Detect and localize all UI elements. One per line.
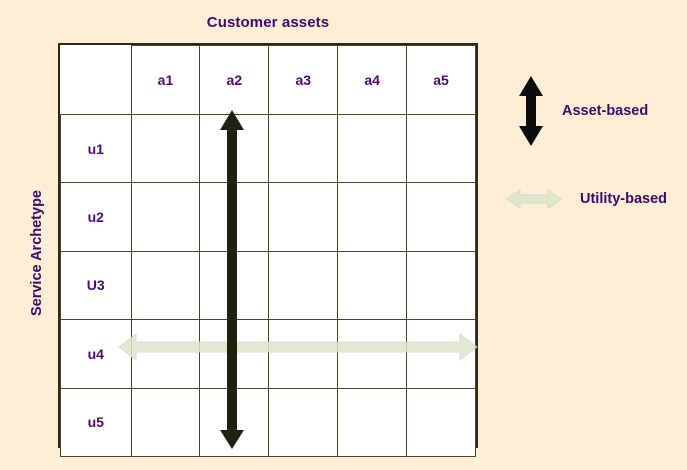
cell-u5-a5 (406, 387, 476, 457)
row-header-u2: u2 (60, 182, 132, 252)
cell-u2-a3 (268, 182, 339, 252)
table-row: u4 (60, 319, 476, 389)
cell-u3-a5 (406, 250, 476, 321)
cell-u4-a2 (199, 319, 270, 389)
cell-u5-a4 (337, 387, 408, 457)
table-row: U3 (60, 250, 476, 321)
legend-label-asset-based: Asset-based (562, 103, 649, 119)
legend-item-asset-based: Asset-based (518, 75, 648, 147)
cell-u2-a4 (337, 182, 408, 252)
row-header-u4: u4 (60, 319, 132, 389)
column-header-a1: a1 (130, 45, 201, 115)
cell-u1-a5 (406, 113, 476, 184)
cell-u3-a4 (337, 250, 408, 321)
double-arrow-vertical-icon (519, 76, 543, 146)
cell-u1-a2 (199, 113, 270, 184)
cell-u1-a3 (268, 113, 339, 184)
cell-u4-a4 (337, 319, 408, 389)
matrix-grid: a1 a2 a3 a4 a5 u1 u2 (58, 43, 478, 457)
column-header-a5: a5 (406, 45, 476, 115)
row-header-u5: u5 (60, 387, 132, 457)
cell-u5-a1 (130, 387, 201, 457)
cell-u3-a2 (199, 250, 270, 321)
row-header-u3: U3 (60, 250, 132, 321)
cell-u3-a3 (268, 250, 339, 321)
table-row: u2 (60, 182, 476, 252)
table-row: u5 (60, 387, 476, 457)
legend-label-utility-based: Utility-based (580, 191, 668, 207)
page-title: Customer assets (206, 14, 330, 31)
cell-u2-a2 (199, 182, 270, 252)
cell-u1-a1 (130, 113, 201, 184)
column-header-a2: a2 (199, 45, 270, 115)
legend: Asset-based Utility-based (500, 70, 687, 245)
cell-u4-a5 (406, 319, 476, 389)
column-header-a3: a3 (268, 45, 339, 115)
y-axis-label: Service Archetype (29, 190, 45, 317)
table-row: u1 (60, 113, 476, 184)
row-header-u1: u1 (60, 113, 132, 184)
cell-u2-a5 (406, 182, 476, 252)
matrix-table: a1 a2 a3 a4 a5 u1 u2 (60, 45, 476, 457)
cell-u4-a3 (268, 319, 339, 389)
column-header-a4: a4 (337, 45, 408, 115)
cell-u1-a4 (337, 113, 408, 184)
table-header-row: a1 a2 a3 a4 a5 (60, 45, 476, 115)
double-arrow-horizontal-icon (506, 189, 562, 209)
cell-u4-a1 (130, 319, 201, 389)
cell-u2-a1 (130, 182, 201, 252)
cell-u5-a3 (268, 387, 339, 457)
legend-item-utility-based: Utility-based (506, 188, 667, 210)
cell-u5-a2 (199, 387, 270, 457)
corner-cell (60, 45, 132, 115)
cell-u3-a1 (130, 250, 201, 321)
